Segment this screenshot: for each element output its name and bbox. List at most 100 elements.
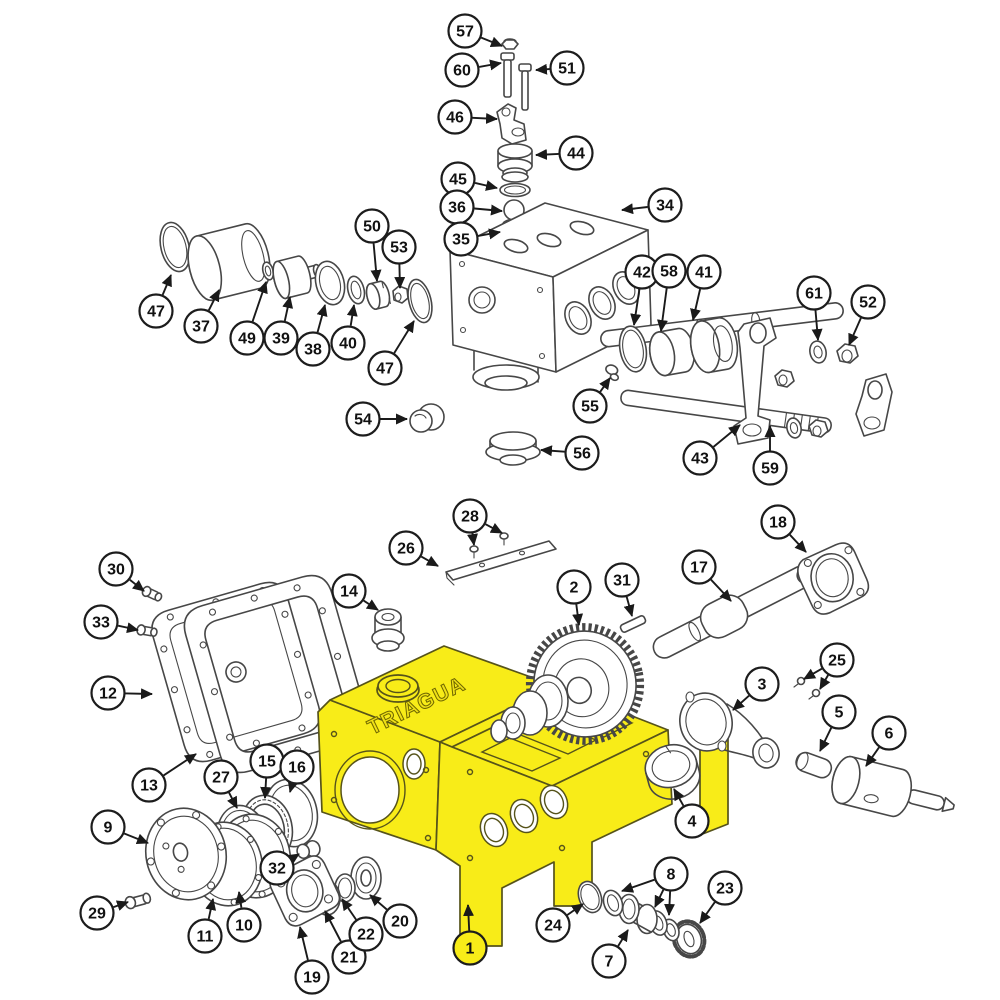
part-plate-screws [469,532,509,559]
callout-number: 14 [340,584,358,601]
leader-arrow-50 [370,243,382,282]
leader-arrow-24 [566,903,584,916]
callout-number: 37 [192,319,210,336]
leader-arrow-38 [316,304,328,333]
callout-number: 47 [147,304,165,321]
part-cover-bolt [136,624,158,637]
part-stud-bolt-long [500,52,515,98]
callout-circle-11 [187,918,223,954]
callout-23: 23 [707,870,743,906]
leader-arrow-56 [540,445,565,457]
callout-number: 50 [363,219,381,236]
callout-32: 32 [259,850,295,886]
callout-51: 51 [549,50,585,86]
callout-11: 11 [187,918,223,954]
callout-number: 56 [573,446,591,463]
callout-43: 43 [682,440,718,476]
part-mid-hex-nut [774,369,795,388]
callout-25: 25 [819,642,855,678]
part-seal-sleeve [618,893,658,935]
leader-arrow-52 [848,317,862,346]
callout-number: 28 [461,509,479,526]
callout-number: 53 [390,240,408,257]
part-bearing-flange [797,542,870,615]
callout-circle-33 [83,604,119,640]
callout-circle-61 [796,275,832,311]
callout-circle-8 [653,856,689,892]
leader-arrow-25 [803,667,823,680]
callout-61: 61 [796,275,832,311]
callout-31: 31 [604,562,640,598]
leader-arrow-26 [420,555,439,567]
callout-number: 29 [88,906,106,923]
callout-40: 40 [330,325,366,361]
callout-circle-44 [558,135,594,171]
leader-arrow-31 [623,596,635,617]
callout-27: 27 [203,759,239,795]
leader-arrow-49 [251,281,268,322]
callout-circle-13 [131,767,167,803]
callout-circle-19 [294,959,330,995]
callout-circle-43 [682,440,718,476]
callout-number: 9 [104,820,113,837]
part-wrist-pin [795,751,833,779]
part-valve-oring [499,182,531,198]
callout-24: 24 [535,907,571,943]
leader-arrow-33 [117,622,139,634]
leader-arrow-28 [467,533,478,546]
callout-29: 29 [79,895,115,931]
callout-number: 59 [761,461,779,478]
leader-arrow-11 [205,898,217,920]
callout-34: 34 [647,187,683,223]
part-plug [409,403,445,433]
callout-number: 5 [835,705,844,722]
part-grub-screw [605,364,620,382]
callout-number: 24 [544,918,562,935]
part-rod-cup [689,317,739,374]
callout-number: 39 [272,331,290,348]
callout-circle-37 [183,308,219,344]
callout-number: 27 [212,770,230,787]
callout-circle-27 [203,759,239,795]
callout-circle-5 [821,694,857,730]
leader-arrow-2 [572,604,584,626]
callout-number: 43 [691,451,709,468]
callout-number: 51 [558,61,576,78]
leader-arrow-9 [123,832,149,845]
part-cap-nut [501,38,519,50]
callout-number: 25 [828,653,846,670]
part-plunger [831,755,955,818]
callout-circle-24 [535,907,571,943]
callout-circle-22 [348,916,384,952]
callout-number: 20 [391,914,409,931]
part-connecting-rod [679,691,780,769]
callout-46: 46 [437,99,473,135]
callout-circle-46 [437,99,473,135]
callout-number: 30 [107,562,125,579]
part-gland-nut [671,919,707,959]
part-castle-nut [365,280,391,310]
callout-circle-25 [819,642,855,678]
leader-arrow-18 [789,534,807,553]
part-guide-arm [855,373,893,437]
callout-47: 47 [367,350,403,386]
part-hex-nut-small [392,285,409,304]
callout-circle-39 [263,320,299,356]
callout-circle-10 [226,907,262,943]
callout-circle-41 [686,254,722,290]
leader-arrow-47 [393,320,415,354]
leader-arrow-25 [819,674,831,690]
callout-58: 58 [651,253,687,289]
part-stud-bolt-short [518,63,532,111]
callout-circle-47 [138,293,174,329]
callout-number: 38 [304,342,322,359]
callout-59: 59 [752,450,788,486]
callout-number: 15 [258,754,276,771]
callout-number: 47 [376,361,394,378]
leader-arrow-1 [463,904,475,931]
callout-35: 35 [443,221,479,257]
leader-arrow-5 [819,727,833,752]
part-rod-spacer [648,327,696,377]
callout-39: 39 [263,320,299,356]
leader-arrow-41 [690,288,702,321]
